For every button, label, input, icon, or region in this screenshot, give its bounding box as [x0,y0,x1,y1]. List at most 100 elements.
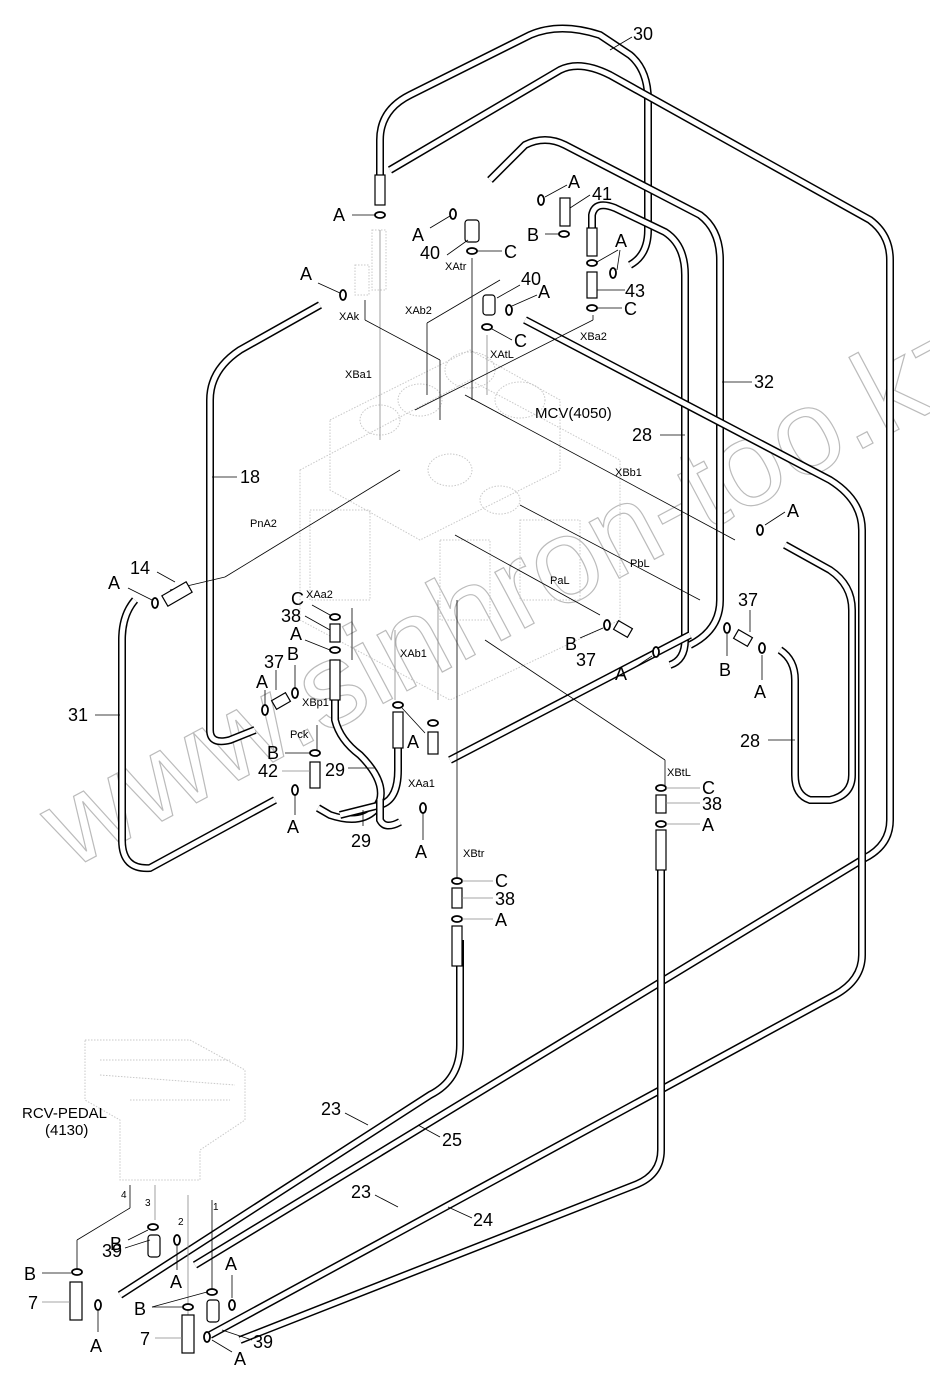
rcv-pedal-body [84,1039,246,1181]
port-XAb2: XAb2 [405,305,432,317]
o-ring [451,915,463,923]
o-ring [758,642,766,654]
port-Pck: Pck [290,729,309,741]
check-valve-14 [161,580,193,608]
seal-label-a: A [615,231,627,251]
o-ring [652,646,660,658]
port-PaL: PaL [550,575,570,587]
o-ring [603,619,611,631]
o-ring [723,622,731,634]
o-ring [537,194,545,206]
seal-label-a: A [256,672,268,692]
o-ring [173,1234,181,1246]
rcv-pedal-label: RCV-PEDAL [22,1105,107,1122]
adapter-38 [329,623,341,643]
elbow-fitting-39 [147,1234,161,1258]
callout-7-right: 7 [140,1329,150,1349]
elbow-fitting-40 [482,294,496,316]
o-ring [71,1268,83,1276]
o-ring [147,1223,159,1231]
seal-label-b: B [287,644,299,664]
port-XBtL: XBtL [667,767,691,779]
tee-fitting-41 [559,197,571,227]
o-ring [427,719,439,727]
tee-fitting-42 [309,761,321,789]
adapter-37 [732,628,754,648]
seal-label-a: A [615,664,627,684]
rcv-pedal-code: (4130) [45,1122,88,1139]
seal-label-a: A [290,624,302,644]
mcv-valve-body [299,229,621,701]
callout-37-mid: 37 [576,650,596,670]
seal-label-a: A [754,682,766,702]
port-XBb1: XBb1 [615,467,642,479]
o-ring [329,613,341,621]
part-callouts: 30 41 40 40 43 32 28 18 14 38 37 37 37 3… [28,24,795,1352]
adapter-37 [270,691,292,711]
seal-label-a: A [407,732,419,752]
seal-label-b: B [565,634,577,654]
tee-fitting-43 [586,271,598,299]
seal-label-c: C [504,242,517,262]
o-ring [466,247,478,255]
seal-label-a: A [787,501,799,521]
o-ring [291,784,299,796]
o-ring [339,289,347,301]
port-XAtr: XAtr [445,261,467,273]
port-PnA2: PnA2 [250,518,277,530]
callout-25: 25 [442,1130,462,1150]
o-ring [451,877,463,885]
callout-40-upper: 40 [420,243,440,263]
seal-label-a: A [225,1254,237,1274]
seal-label-c: C [291,589,304,609]
port-XAa2: XAa2 [306,589,333,601]
elbow-fitting-39 [206,1299,220,1323]
callout-37-right: 37 [738,590,758,610]
o-ring [329,646,341,654]
hose-end-fitting [392,711,404,749]
hose-24 [238,845,665,1344]
callout-24: 24 [473,1210,493,1230]
seal-label-c: C [624,299,637,319]
o-ring [94,1299,102,1311]
callout-29-lower: 29 [351,831,371,851]
hose-end-fitting [427,731,439,755]
rcv-port-3: 3 [145,1198,151,1209]
o-ring [309,749,321,757]
hose-25 [117,940,464,1299]
o-ring [228,1299,236,1311]
o-ring [182,1303,194,1311]
port-XAtL: XAtL [490,349,514,361]
seal-label-b: B [24,1264,36,1284]
seal-label-b: B [719,660,731,680]
rcv-port-2: 2 [178,1217,184,1228]
o-ring [558,230,570,238]
o-ring [206,1288,218,1296]
o-ring [203,1331,211,1343]
port-PbL: PbL [630,558,650,570]
callout-29-upper: 29 [325,760,345,780]
rcv-port-1: 1 [213,1202,219,1213]
seal-label-a: A [412,225,424,245]
o-ring [291,687,299,699]
callout-32: 32 [754,372,774,392]
o-ring [655,784,667,792]
port-XAb1: XAb1 [400,648,427,660]
callout-37-left: 37 [264,652,284,672]
mcv-label: MCV(4050) [535,405,612,422]
seal-label-c: C [702,778,715,798]
seal-label-a: A [90,1336,102,1356]
o-ring [481,323,493,331]
callout-23-lower: 23 [351,1182,371,1202]
callout-41: 41 [592,184,612,204]
o-ring [392,701,404,709]
port-XAa1: XAa1 [408,778,435,790]
callout-38-center: 38 [495,889,515,909]
hose-end-fitting [451,925,463,967]
port-XBa2: XBa2 [580,331,607,343]
callout-43: 43 [625,281,645,301]
o-ring [505,304,513,316]
callout-38-upper: 38 [281,606,301,626]
callout-31: 31 [68,705,88,725]
callout-39-upper: 39 [102,1241,122,1261]
